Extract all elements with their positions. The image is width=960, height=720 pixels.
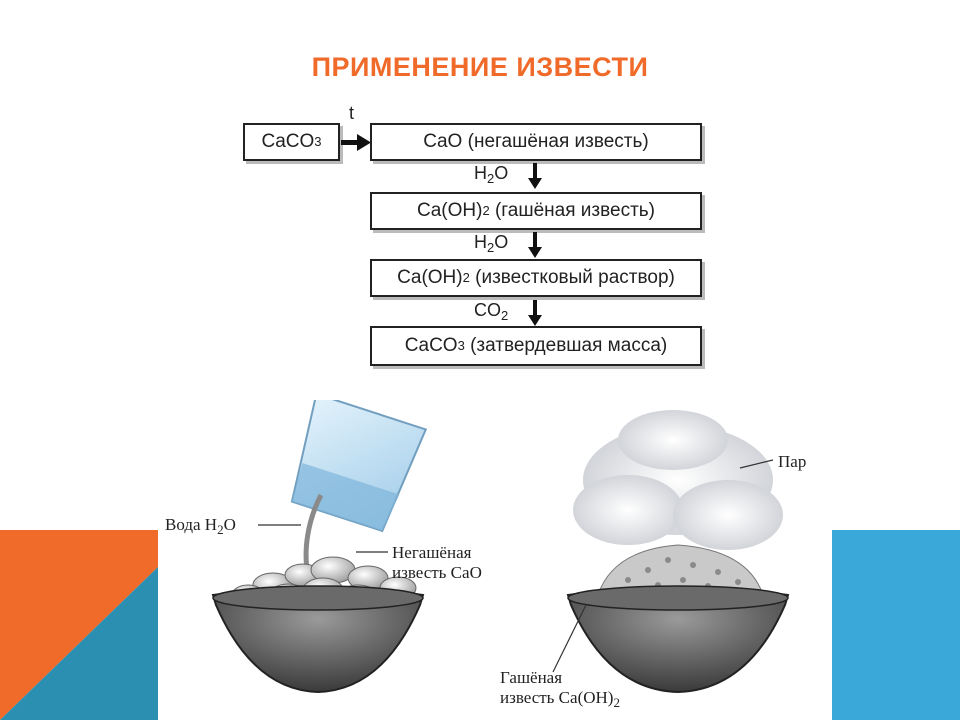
water-label-tail: O [223, 515, 236, 534]
arrow-1-stem [533, 163, 537, 179]
reagent-1: H2O [474, 163, 509, 186]
reagent-2-b: O [494, 232, 509, 252]
reagent-1-b: O [494, 163, 509, 183]
water-label-sub: 2 [217, 522, 224, 537]
step-4-formula: CaCO [404, 335, 458, 356]
step-1-formula: CaO [423, 131, 463, 152]
arrow-3-stem [533, 300, 537, 316]
quicklime-label: Негашёная известь CaO [392, 543, 482, 583]
quicklime-label-line2: известь CaO [392, 563, 482, 582]
slaked-label-sub: 2 [613, 695, 620, 710]
steam-label: Пар [778, 452, 807, 471]
corner-decoration-right [830, 530, 960, 720]
water-label-text: Вода H [165, 515, 218, 534]
heat-arrow [341, 134, 371, 151]
heat-label: t [349, 103, 355, 123]
step-2-formula: Ca(OH) [416, 200, 483, 221]
start-formula: CaCO [261, 131, 315, 152]
page-title: ПРИМЕНЕНИЕ ИЗВЕСТИ [311, 52, 649, 82]
beaker [290, 400, 428, 533]
step-4-desc: (затвердевшая масса) [464, 335, 668, 356]
step-3-desc: (известковый раствор) [469, 267, 675, 288]
quicklime-label-line1: Негашёная [392, 543, 472, 562]
slaked-label-line2: известь Ca(OH)2 [500, 688, 620, 710]
slaked-lime-label: Гашёная известь Ca(OH)2 [500, 668, 620, 710]
box-step-2: Ca(OH)2 (гашёная известь) [370, 192, 702, 230]
reagent-3: CO2 [474, 300, 509, 323]
box-step-3: Ca(OH)2 (известковый раствор) [370, 259, 702, 297]
arrow-2-head [528, 247, 542, 258]
step-2-desc: (гашёная известь) [489, 200, 655, 221]
steam-cloud [573, 410, 783, 550]
step-1-desc: (негашёная известь) [462, 131, 649, 152]
reagent-3-sub: 2 [501, 308, 509, 323]
reagent-2-sub: 2 [487, 240, 495, 255]
corner-decoration-left [0, 530, 160, 720]
step-3-formula: Ca(OH) [397, 267, 463, 288]
arrow-1-head [528, 178, 542, 189]
box-step-1: CaO (негашёная известь) [370, 123, 702, 161]
slaked-label-line2-text: известь Ca(OH) [500, 688, 614, 707]
slaked-label-line1: Гашёная [500, 668, 563, 687]
reagent-2: H2O [474, 232, 509, 255]
reagent-1-sub: 2 [487, 171, 495, 186]
arrow-3-head [528, 315, 542, 326]
reagent-2-a: H [474, 232, 487, 252]
reagent-1-a: H [474, 163, 487, 183]
arrow-2-stem [533, 232, 537, 248]
reagent-3-a: CO [474, 300, 501, 320]
lime-slaking-illustration [158, 400, 832, 720]
water-label: Вода H2O [165, 515, 236, 537]
